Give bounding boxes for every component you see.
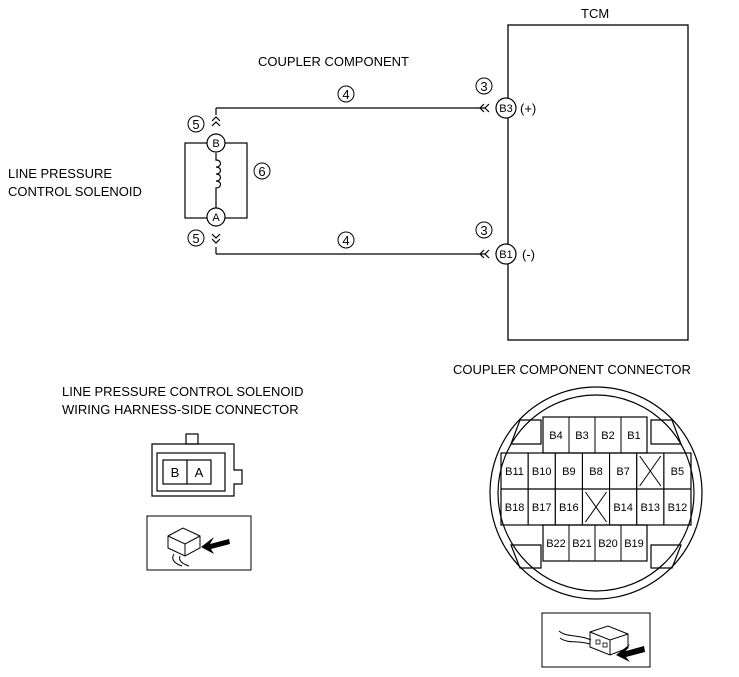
solenoid-terminal-a-label: A bbox=[212, 212, 220, 224]
callout-6: 6 bbox=[253, 162, 271, 180]
callout-5-top: 5 bbox=[187, 115, 205, 133]
tcm-positive-polarity: (+) bbox=[520, 101, 536, 116]
svg-text:3: 3 bbox=[480, 223, 487, 238]
pin-label-b21: B21 bbox=[572, 538, 592, 550]
pin-label-b20: B20 bbox=[598, 538, 618, 550]
harness-connector bbox=[151, 433, 243, 497]
pin-label-b17: B17 bbox=[532, 502, 552, 514]
svg-text:4: 4 bbox=[342, 87, 349, 102]
pin-label-b18: B18 bbox=[505, 502, 525, 514]
callout-4-bottom: 4 bbox=[337, 231, 355, 249]
pin-label-b3: B3 bbox=[575, 430, 588, 442]
coupler-connector-housing bbox=[489, 386, 703, 600]
pin-label-b1: B1 bbox=[627, 430, 640, 442]
callout-4-top: 4 bbox=[337, 85, 355, 103]
solenoid-terminal-b bbox=[206, 133, 226, 153]
coupler-component-label: COUPLER COMPONENT bbox=[258, 54, 409, 69]
tcm-terminal-b1 bbox=[495, 243, 517, 265]
harness-pin-b: B bbox=[171, 465, 180, 480]
pin-label-b7: B7 bbox=[616, 466, 629, 478]
pin-blank-cross bbox=[639, 455, 662, 487]
harness-view-direction-icon bbox=[146, 515, 252, 571]
pin-label-b22: B22 bbox=[546, 538, 566, 550]
tcm-terminal-b3 bbox=[495, 97, 517, 119]
pin-label-b11: B11 bbox=[505, 466, 524, 478]
tcm-label: TCM bbox=[581, 6, 609, 21]
tcm-negative-polarity: (-) bbox=[522, 247, 535, 262]
svg-text:6: 6 bbox=[258, 164, 265, 179]
tcm-box bbox=[507, 24, 689, 341]
solenoid-terminal-b-label: B bbox=[212, 138, 219, 150]
pin-label-b2: B2 bbox=[601, 430, 614, 442]
pin-blank-cross bbox=[585, 491, 607, 523]
pin-label-b16: B16 bbox=[559, 502, 579, 514]
solenoid-connector-chevron-top bbox=[211, 116, 221, 127]
svg-text:4: 4 bbox=[342, 233, 349, 248]
harness-connector-title-line2: WIRING HARNESS-SIDE CONNECTOR bbox=[62, 402, 299, 417]
pin-label-b9: B9 bbox=[562, 466, 575, 478]
solenoid-label-line1: LINE PRESSURE bbox=[8, 166, 112, 181]
coupler-chevron-top bbox=[479, 103, 490, 113]
solenoid-terminal-a bbox=[206, 207, 226, 227]
solenoid-label-line2: CONTROL SOLENOID bbox=[8, 184, 142, 199]
pin-label-b4: B4 bbox=[549, 430, 562, 442]
pin-cell-b19 bbox=[620, 524, 648, 562]
wire-top bbox=[215, 107, 486, 115]
pin-cell-b12 bbox=[663, 488, 692, 526]
svg-text:5: 5 bbox=[192, 231, 199, 246]
svg-text:5: 5 bbox=[192, 117, 199, 132]
callout-3-bottom: 3 bbox=[475, 221, 493, 239]
pin-label-b19: B19 bbox=[624, 538, 644, 550]
tcm-terminal-b3-label: B3 bbox=[499, 103, 512, 115]
pin-label-b13: B13 bbox=[640, 502, 660, 514]
tcm-terminal-b1-label: B1 bbox=[499, 249, 512, 261]
pin-label-b5: B5 bbox=[671, 466, 684, 478]
coupler-connector-title: COUPLER COMPONENT CONNECTOR bbox=[453, 362, 691, 377]
callout-5-bottom: 5 bbox=[187, 229, 205, 247]
coupler-chevron-bottom bbox=[479, 249, 490, 259]
harness-pin-a: A bbox=[195, 465, 204, 480]
harness-connector-title-line1: LINE PRESSURE CONTROL SOLENOID bbox=[62, 384, 304, 399]
solenoid-coil bbox=[215, 153, 222, 208]
coupler-view-direction-icon bbox=[541, 612, 651, 668]
solenoid-connector-chevron-bottom bbox=[211, 233, 221, 244]
pin-label-b8: B8 bbox=[589, 466, 602, 478]
svg-text:3: 3 bbox=[480, 79, 487, 94]
wire-bottom bbox=[215, 247, 486, 255]
pin-label-b10: B10 bbox=[532, 466, 552, 478]
pin-label-b14: B14 bbox=[613, 502, 633, 514]
pin-label-b12: B12 bbox=[668, 502, 688, 514]
callout-3-top: 3 bbox=[475, 77, 493, 95]
